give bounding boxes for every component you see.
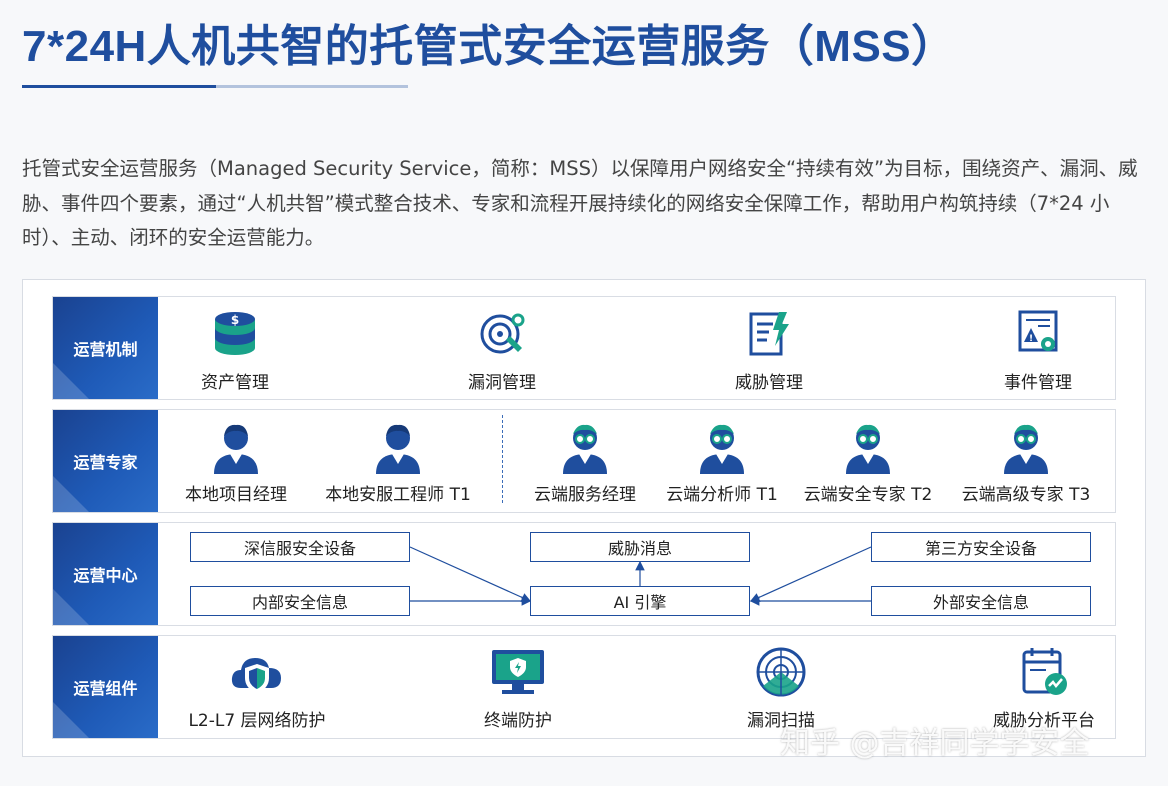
row-label-center: 运营中心	[53, 523, 158, 625]
box-external-info: 外部安全信息	[871, 586, 1091, 616]
row-label-components: 运营组件	[53, 636, 158, 738]
person-icon	[214, 424, 258, 474]
description-line: 胁、事件四个要素，通过“人机共智”模式整合技术、专家和流程开展持续化的网络安全保…	[22, 191, 1110, 215]
item-threat-management: 威胁管理	[724, 308, 814, 393]
expert-local-pm: 本地项目经理	[176, 418, 296, 505]
item-label: 漏洞扫描	[747, 711, 815, 731]
item-incident-management: ! 事件管理	[993, 308, 1083, 393]
item-label: 本地项目经理	[185, 485, 287, 505]
row-label-experts: 运营专家	[53, 410, 158, 512]
coin-stack-icon: $	[215, 312, 255, 355]
person-glasses-icon	[1004, 424, 1048, 474]
component-endpoint-protection: 终端防护	[470, 646, 566, 731]
item-vulnerability-management: 漏洞管理	[457, 308, 547, 393]
local-cloud-divider	[502, 415, 503, 503]
vulnerability-target-icon	[480, 313, 525, 354]
component-threat-analysis-platform: 威胁分析平台	[986, 646, 1102, 731]
description: 托管式安全运营服务（Managed Security Service，简称：MS…	[22, 152, 1152, 256]
person-glasses-icon	[846, 424, 890, 474]
component-network-protection: L2-L7 层网络防护	[184, 646, 330, 731]
title-underline	[22, 85, 216, 88]
cloud-shield-icon	[231, 658, 281, 694]
item-label: 云端安全专家 T2	[803, 485, 933, 505]
item-label: 威胁管理	[735, 373, 803, 393]
box-internal-info: 内部安全信息	[190, 586, 410, 616]
expert-cloud-service-manager: 云端服务经理	[525, 418, 645, 505]
row-components: 运营组件	[52, 635, 1116, 739]
item-label: 漏洞管理	[468, 373, 536, 393]
component-vulnerability-scan: 漏洞扫描	[736, 646, 826, 731]
threat-edit-icon	[749, 312, 789, 356]
item-label: 云端高级专家 T3	[961, 485, 1091, 505]
watermark: 知乎 @吉祥同学学安全	[780, 726, 1090, 761]
item-label: 事件管理	[1004, 373, 1072, 393]
item-asset-management: $ 资产管理	[190, 308, 280, 393]
item-label: 威胁分析平台	[993, 711, 1095, 731]
monitor-shield-icon	[492, 650, 544, 694]
box-threat-news: 威胁消息	[530, 532, 750, 562]
item-label: L2-L7 层网络防护	[188, 711, 326, 731]
box-sangfor-devices: 深信服安全设备	[190, 532, 410, 562]
incident-alert-icon: !	[1018, 310, 1058, 352]
page-title: 7*24H人机共智的托管式安全运营服务（MSS）	[22, 22, 956, 71]
item-label: 终端防护	[484, 711, 552, 731]
expert-local-engineer: 本地安服工程师 T1	[318, 418, 478, 505]
description-line: 时）、主动、闭环的安全运营能力。	[22, 226, 325, 249]
svg-text:$: $	[231, 313, 239, 327]
svg-text:!: !	[1029, 334, 1033, 344]
radar-scan-icon	[756, 647, 806, 697]
description-line: 托管式安全运营服务（Managed Security Service，简称：MS…	[22, 157, 1138, 180]
box-ai-engine: AI 引擎	[530, 586, 750, 616]
person-icon	[376, 424, 420, 474]
item-label: 资产管理	[201, 373, 269, 393]
expert-cloud-security-expert: 云端安全专家 T2	[798, 418, 938, 505]
expert-cloud-senior-expert: 云端高级专家 T3	[956, 418, 1096, 505]
title-underline-light	[216, 85, 408, 88]
box-third-party-devices: 第三方安全设备	[871, 532, 1091, 562]
person-glasses-icon	[563, 424, 607, 474]
item-label: 云端分析师 T1	[666, 485, 778, 505]
item-label: 云端服务经理	[534, 485, 636, 505]
item-label: 本地安服工程师 T1	[325, 485, 471, 505]
row-label-mechanism: 运营机制	[53, 297, 158, 399]
analysis-calendar-icon	[1022, 648, 1067, 695]
expert-cloud-analyst: 云端分析师 T1	[660, 418, 784, 505]
person-glasses-icon	[700, 424, 744, 474]
